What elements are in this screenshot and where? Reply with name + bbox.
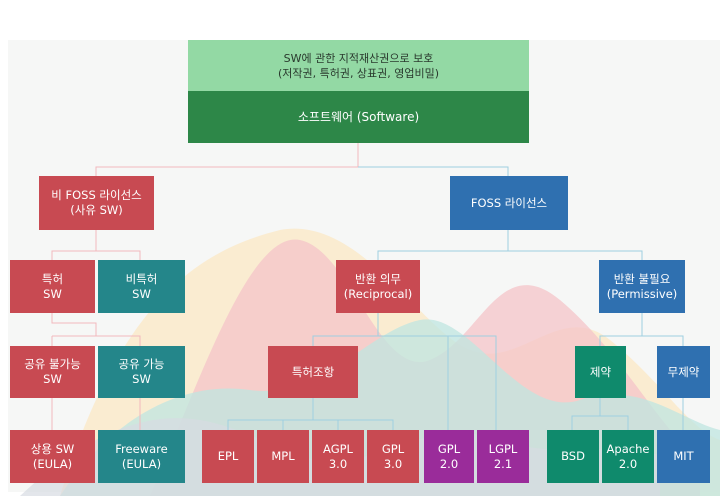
root-description: SW에 관한 지적재산권으로 보호 (저작권, 특허권, 상표권, 영업비밀) (188, 40, 529, 91)
patent-sw-node: 특허 SW (10, 260, 95, 313)
epl-node: EPL (202, 430, 254, 483)
freeware-label-1: Freeware (115, 441, 168, 456)
permissive-node: 반환 불필요 (Permissive) (599, 260, 685, 313)
apache-2-label-2: 2.0 (618, 456, 638, 471)
root-title-label: 소프트웨어 (Software) (297, 109, 420, 124)
agpl-3-label-2: 3.0 (328, 456, 348, 471)
commercial-label-1: 상용 SW (30, 441, 75, 456)
root-description-line2: (저작권, 특허권, 상표권, 영업비밀) (277, 66, 440, 80)
agpl-3-label-1: AGPL (323, 441, 353, 456)
gpl-2-label-2: 2.0 (439, 456, 459, 471)
epl-label: EPL (217, 449, 239, 463)
reciprocal-label-2: (Reciprocal) (343, 286, 413, 301)
reciprocal-node: 반환 의무 (Reciprocal) (336, 260, 420, 313)
not-shareable-label-1: 공유 불가능 (24, 357, 81, 371)
mit-node: MIT (657, 430, 710, 483)
non-foss-license-node: 비 FOSS 라이선스 (사유 SW) (39, 176, 154, 230)
unrestricted-label: 무제약 (667, 364, 700, 379)
non-foss-label-2: (사유 SW) (70, 203, 123, 217)
patent-clause-node: 특허조항 (268, 346, 358, 398)
non-patent-sw-label-1: 비특허 (125, 271, 158, 286)
restricted-node: 제약 (575, 346, 626, 398)
shareable-label-2: SW (132, 372, 151, 386)
bsd-label: BSD (561, 449, 585, 463)
agpl-3-node: AGPL 3.0 (312, 430, 364, 483)
gpl-2-label-1: GPL (437, 441, 461, 456)
freeware-node: Freeware (EULA) (98, 430, 185, 483)
commercial-sw-node: 상용 SW (EULA) (10, 430, 95, 483)
restricted-label: 제약 (589, 364, 612, 379)
gpl-3-label-2: 3.0 (383, 456, 403, 471)
lgpl-21-label-1: LGPL (488, 441, 518, 456)
shareable-sw-node: 공유 가능 SW (98, 346, 185, 398)
shareable-label-1: 공유 가능 (118, 357, 165, 371)
foss-license-label: FOSS 라이선스 (470, 195, 548, 210)
gpl-3-label-1: GPL (381, 441, 405, 456)
lgpl-21-label-2: 2.1 (493, 456, 513, 471)
apache-2-label-1: Apache (606, 441, 650, 456)
foss-license-node: FOSS 라이선스 (450, 176, 568, 230)
apache-2-node: Apache 2.0 (602, 430, 654, 483)
patent-sw-label-1: 특허 (41, 271, 64, 286)
commercial-label-2: (EULA) (32, 456, 73, 471)
mpl-node: MPL (257, 430, 309, 483)
non-patent-sw-label-2: SW (132, 286, 151, 301)
gpl-2-node: GPL 2.0 (424, 430, 474, 483)
patent-sw-label-2: SW (43, 286, 62, 301)
non-patent-sw-node: 비특허 SW (98, 260, 185, 313)
gpl-3-node: GPL 3.0 (367, 430, 419, 483)
unrestricted-node: 무제약 (657, 346, 710, 398)
not-shareable-label-2: SW (43, 372, 62, 386)
mit-label: MIT (673, 449, 694, 463)
permissive-label-1: 반환 불필요 (613, 271, 671, 286)
not-shareable-sw-node: 공유 불가능 SW (10, 346, 95, 398)
bsd-node: BSD (547, 430, 599, 483)
patent-clause-label: 특허조항 (291, 364, 335, 379)
root-title: 소프트웨어 (Software) (188, 91, 529, 143)
lgpl-21-node: LGPL 2.1 (477, 430, 529, 483)
permissive-label-2: (Permissive) (606, 286, 678, 301)
mpl-label: MPL (271, 449, 295, 463)
freeware-label-2: (EULA) (121, 456, 162, 471)
reciprocal-label-1: 반환 의무 (355, 271, 401, 286)
root-description-line1: SW에 관한 지적재산권으로 보호 (283, 51, 434, 65)
non-foss-label-1: 비 FOSS 라이선스 (51, 188, 142, 202)
